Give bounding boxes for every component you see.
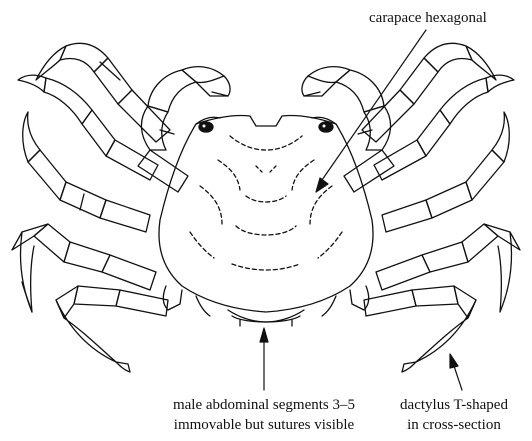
- left-walking-leg-4: [12, 224, 156, 312]
- carapace: [159, 115, 373, 312]
- dactylus-label: dactylus T-shaped in cross-section: [374, 395, 532, 435]
- dactylus-arrowhead: [450, 354, 458, 368]
- abdomen-label-line-2: immovable but sutures visible: [129, 415, 399, 435]
- carapace-label: carapace hexagonal: [369, 8, 487, 28]
- right-walking-leg-2: [374, 75, 514, 180]
- left-cheliped: [138, 67, 230, 192]
- right-cheliped: [302, 67, 394, 192]
- right-walking-leg-5: [364, 286, 476, 372]
- carapace-label-text: carapace hexagonal: [369, 8, 487, 28]
- dactylus-label-line-1: dactylus T-shaped: [374, 395, 532, 415]
- annotation-leaders: [260, 30, 462, 390]
- dactylus-label-line-2: in cross-section: [374, 415, 532, 435]
- abdomen-label-line-1: male abdominal segments 3–5: [129, 395, 399, 415]
- abdomen-label: male abdominal segments 3–5 immovable bu…: [129, 395, 399, 435]
- abdomen-arrowhead: [260, 328, 268, 342]
- left-walking-leg-5: [56, 286, 168, 372]
- right-walking-leg-4: [376, 224, 520, 312]
- carapace-leader-line: [322, 30, 426, 180]
- left-walking-leg-2: [18, 75, 158, 180]
- dactylus-leader-line: [454, 366, 462, 390]
- left-walking-leg-1: [36, 43, 170, 142]
